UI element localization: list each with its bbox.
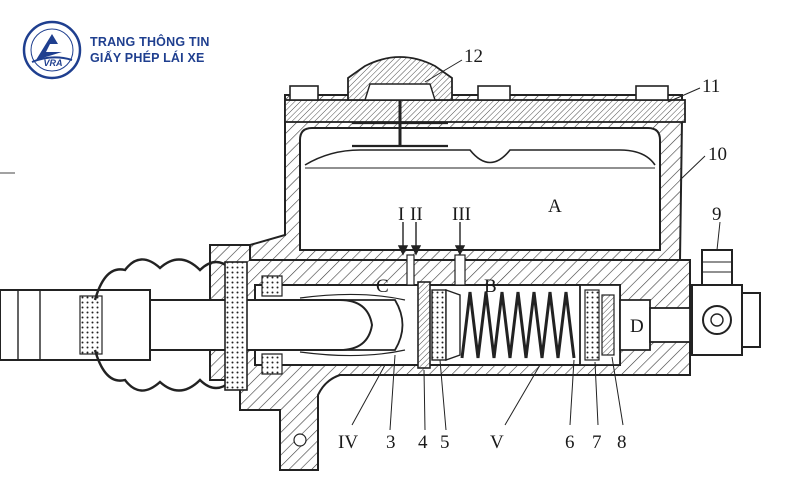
brand-title: TRANG THÔNG TIN GIẤY PHÉP LÁI XE	[90, 34, 210, 66]
label-B: B	[484, 276, 497, 297]
label-C: C	[376, 276, 389, 297]
brand-line-1: TRANG THÔNG TIN	[90, 35, 210, 49]
label-11: 11	[702, 76, 720, 97]
label-I: I	[398, 204, 404, 225]
reservoir-housing	[249, 94, 683, 261]
label-4: 4	[418, 432, 428, 453]
filler-cap	[347, 56, 453, 148]
label-II: II	[410, 204, 423, 225]
label-V: V	[490, 432, 504, 453]
cup-seals	[417, 281, 461, 369]
push-rod	[0, 289, 374, 361]
vra-logo-icon: VRA	[22, 20, 82, 80]
cover-plate	[284, 85, 686, 123]
label-7: 7	[592, 432, 602, 453]
port-arrows	[397, 222, 466, 256]
logo-text: VRA	[43, 58, 62, 68]
label-12: 12	[464, 46, 483, 67]
outlet-fitting	[691, 249, 761, 356]
label-6: 6	[565, 432, 575, 453]
label-A: A	[548, 196, 562, 217]
label-5: 5	[440, 432, 450, 453]
brand-line-2: GIẤY PHÉP LÁI XE	[90, 51, 205, 65]
label-10: 10	[708, 144, 727, 165]
label-9: 9	[712, 204, 722, 225]
label-8: 8	[617, 432, 627, 453]
label-IV: IV	[338, 432, 358, 453]
label-III: III	[452, 204, 471, 225]
return-spring	[460, 291, 576, 359]
label-3: 3	[386, 432, 396, 453]
rubber-boot	[93, 258, 248, 392]
label-D: D	[630, 316, 644, 337]
labels: 12 11 10 9 A B C D I II III IV 3 4 5 V 6…	[338, 46, 727, 453]
brand-block: VRA TRANG THÔNG TIN GIẤY PHÉP LÁI XE	[22, 20, 210, 80]
leader-lines	[351, 59, 721, 431]
check-valve	[579, 284, 691, 366]
